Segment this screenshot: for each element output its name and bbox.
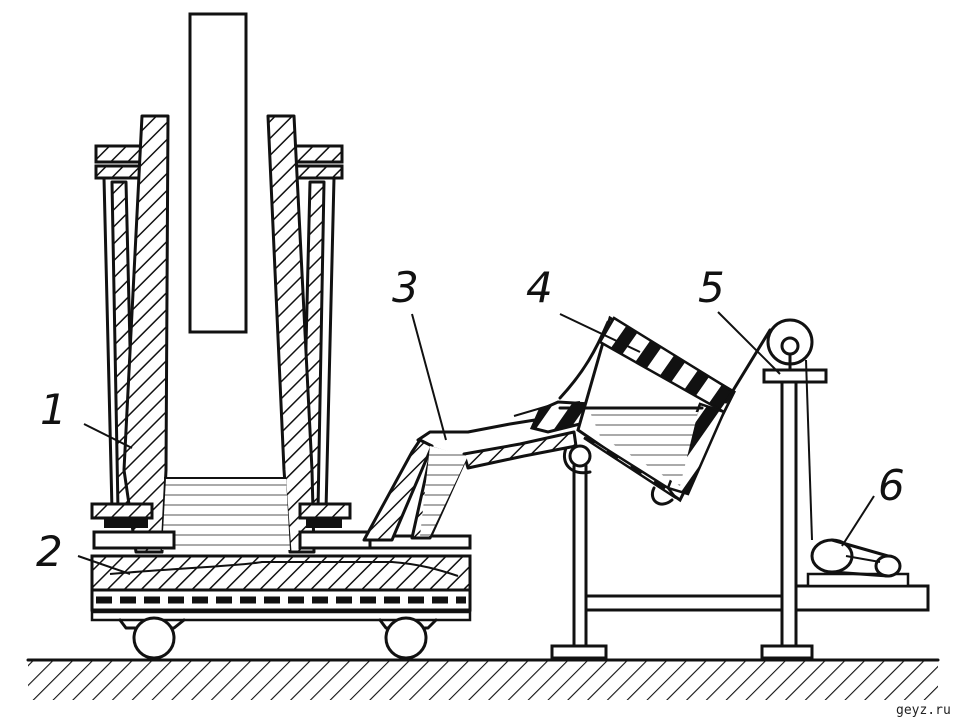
tilt-stand bbox=[550, 318, 930, 660]
furnace-body bbox=[90, 12, 472, 554]
wheel-left bbox=[132, 616, 176, 660]
electrode bbox=[188, 12, 248, 334]
label-2: 2 bbox=[36, 527, 63, 576]
wheel-right bbox=[384, 616, 428, 660]
ladle bbox=[529, 315, 736, 506]
label-1: 1 bbox=[40, 385, 67, 434]
label-3: 3 bbox=[392, 263, 419, 312]
winch-motor bbox=[806, 538, 910, 588]
chute bbox=[362, 401, 581, 542]
label-4: 4 bbox=[526, 263, 553, 312]
label-5: 5 bbox=[698, 263, 725, 312]
ground-floor bbox=[26, 658, 940, 700]
leader-lines bbox=[77, 311, 875, 575]
watermark: geyz.ru bbox=[896, 703, 951, 718]
label-6: 6 bbox=[878, 461, 905, 510]
trolley bbox=[90, 554, 472, 660]
